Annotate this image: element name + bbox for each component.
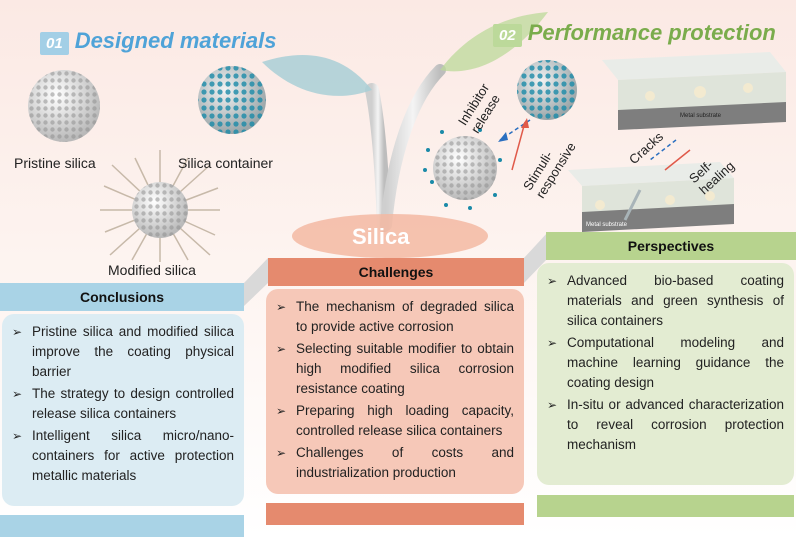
- conclusions-panel: Pristine silica and modified silica impr…: [2, 314, 244, 506]
- conclusions-header: Conclusions: [0, 283, 244, 311]
- challenges-panel: The mechanism of degraded silica to prov…: [266, 289, 524, 494]
- section-title-text: Designed materials: [74, 28, 277, 53]
- list-item: Selecting suitable modifier to obtain hi…: [276, 339, 514, 399]
- conclusions-list: Pristine silica and modified silica impr…: [12, 322, 234, 486]
- label-metal-substrate: Metal substrate: [586, 222, 628, 228]
- challenges-header: Challenges: [268, 258, 524, 286]
- label-pristine-silica: Pristine silica: [14, 155, 96, 171]
- perspectives-header: Perspectives: [546, 232, 796, 260]
- label-silica-center: Silica: [352, 224, 410, 249]
- challenges-list: The mechanism of degraded silica to prov…: [276, 297, 514, 483]
- section-number-badge: 01: [40, 32, 69, 55]
- perspectives-list: Advanced bio-based coating materials and…: [547, 271, 784, 455]
- list-item: Computational modeling and machine learn…: [547, 333, 784, 393]
- list-item: The strategy to design controlled releas…: [12, 384, 234, 424]
- list-item: Preparing high loading capacity, control…: [276, 401, 514, 441]
- challenges-footer-bar: [266, 503, 524, 525]
- perspectives-footer-bar: [537, 495, 794, 517]
- list-item: Intelligent silica micro/nano-containers…: [12, 426, 234, 486]
- section-title-text: Performance protection: [527, 20, 776, 45]
- label-metal-substrate: Metal substrate: [680, 113, 722, 119]
- section-number-badge: 02: [493, 24, 522, 47]
- label-silica-container: Silica container: [178, 155, 273, 171]
- perspectives-panel: Advanced bio-based coating materials and…: [537, 263, 794, 485]
- list-item: In-situ or advanced characterization to …: [547, 395, 784, 455]
- conclusions-footer-bar: [0, 515, 244, 537]
- label-modified-silica: Modified silica: [108, 262, 196, 278]
- list-item: Challenges of costs and industrializatio…: [276, 443, 514, 483]
- list-item: Pristine silica and modified silica impr…: [12, 322, 234, 382]
- list-item: Advanced bio-based coating materials and…: [547, 271, 784, 331]
- list-item: The mechanism of degraded silica to prov…: [276, 297, 514, 337]
